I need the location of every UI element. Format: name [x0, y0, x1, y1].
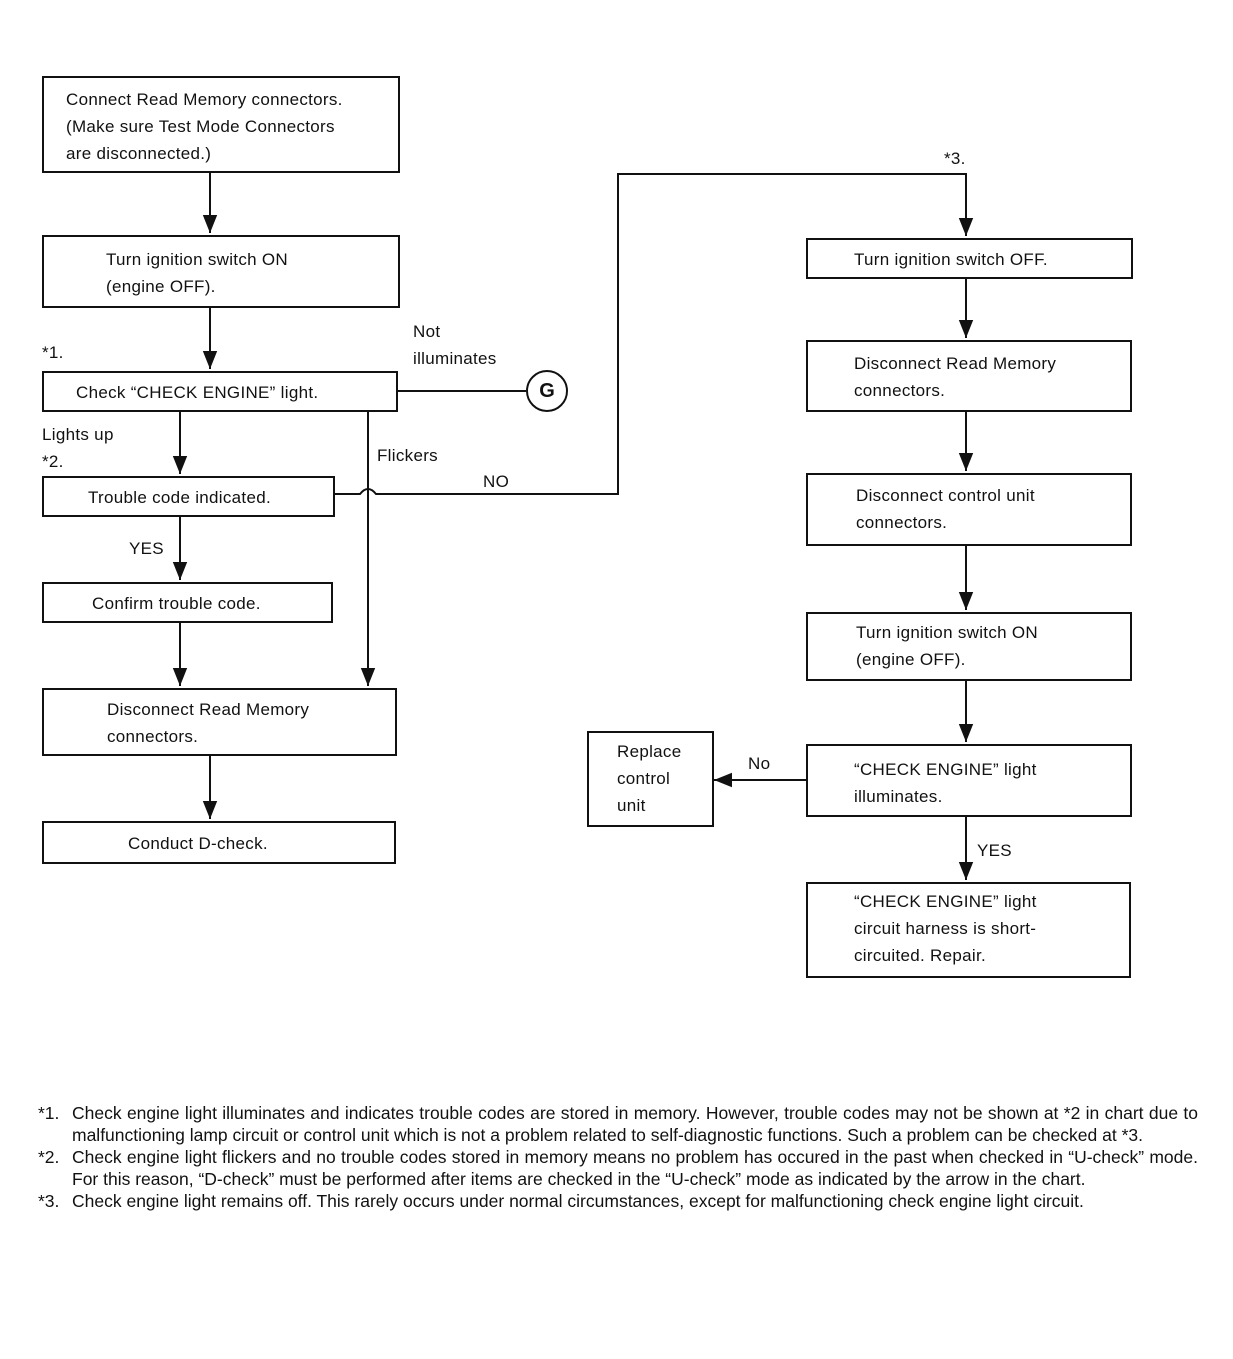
footnote-text: Check engine light remains off. This rar…	[72, 1191, 1084, 1211]
box-text: Disconnect Read Memory connectors.	[107, 700, 310, 746]
footnote-text: Check engine light illuminates and indic…	[72, 1103, 1198, 1145]
box-ignition-on-left: Turn ignition switch ON (engine OFF).	[42, 235, 400, 308]
label-star3: *3.	[944, 149, 966, 168]
label-yes-left: YES	[129, 539, 164, 558]
box-conduct-d-check: Conduct D-check.	[42, 821, 396, 864]
box-ignition-on-right: Turn ignition switch ON (engine OFF).	[806, 612, 1132, 681]
footnote-text: Check engine light flickers and no troub…	[72, 1147, 1198, 1189]
footnote-number: *3.	[38, 1191, 60, 1211]
label-no-lower: No	[748, 754, 771, 773]
box-disconnect-read-memory-right: Disconnect Read Memory connectors.	[806, 340, 1132, 412]
box-text: “CHECK ENGINE” light illuminates.	[854, 760, 1037, 806]
box-text: Trouble code indicated.	[88, 488, 271, 507]
box-harness-short-circuited: “CHECK ENGINE” light circuit harness is …	[806, 882, 1131, 978]
footnote-2: *2. Check engine light flickers and no t…	[38, 1146, 1198, 1190]
line-no-path	[335, 173, 974, 495]
box-text: Turn ignition switch ON (engine OFF).	[856, 623, 1038, 669]
label-flickers: Flickers	[377, 446, 438, 465]
box-connect-read-memory: Connect Read Memory connectors. (Make su…	[42, 76, 400, 173]
box-text: “CHECK ENGINE” light circuit harness is …	[854, 892, 1037, 965]
label-star2: *2.	[42, 452, 64, 471]
box-text: Conduct D-check.	[128, 834, 268, 853]
label-yes-right: YES	[977, 841, 1012, 860]
label-star1: *1.	[42, 343, 64, 362]
footnote-number: *1.	[38, 1103, 60, 1123]
footnotes: *1. Check engine light illuminates and i…	[38, 1102, 1198, 1212]
footnote-number: *2.	[38, 1147, 60, 1167]
box-text: Connect Read Memory connectors. (Make su…	[66, 90, 343, 163]
box-check-engine-light: Check “CHECK ENGINE” light.	[42, 371, 398, 412]
footnote-1: *1. Check engine light illuminates and i…	[38, 1102, 1198, 1146]
footnote-3: *3. Check engine light remains off. This…	[38, 1190, 1198, 1212]
box-confirm-trouble-code: Confirm trouble code.	[42, 582, 333, 623]
box-text: Replace control unit	[617, 742, 682, 815]
box-text: Check “CHECK ENGINE” light.	[76, 383, 319, 402]
box-disconnect-control-unit: Disconnect control unit connectors.	[806, 473, 1132, 546]
label-lights-up: Lights up	[42, 425, 114, 444]
connector-g: G	[526, 370, 568, 412]
box-text: Turn ignition switch OFF.	[854, 250, 1048, 269]
label-not-illuminates: Not illuminates	[413, 322, 497, 368]
box-text: Confirm trouble code.	[92, 594, 261, 613]
box-trouble-code-indicated: Trouble code indicated.	[42, 476, 335, 517]
box-replace-control-unit: Replace control unit	[587, 731, 714, 827]
box-text: Disconnect Read Memory connectors.	[854, 354, 1057, 400]
box-text: Disconnect control unit connectors.	[856, 486, 1035, 532]
label-no-upper: NO	[483, 472, 510, 491]
box-disconnect-read-memory-left: Disconnect Read Memory connectors.	[42, 688, 397, 756]
box-text: Turn ignition switch ON (engine OFF).	[106, 250, 288, 296]
box-ignition-off: Turn ignition switch OFF.	[806, 238, 1133, 279]
box-check-engine-illuminates: “CHECK ENGINE” light illuminates.	[806, 744, 1132, 817]
